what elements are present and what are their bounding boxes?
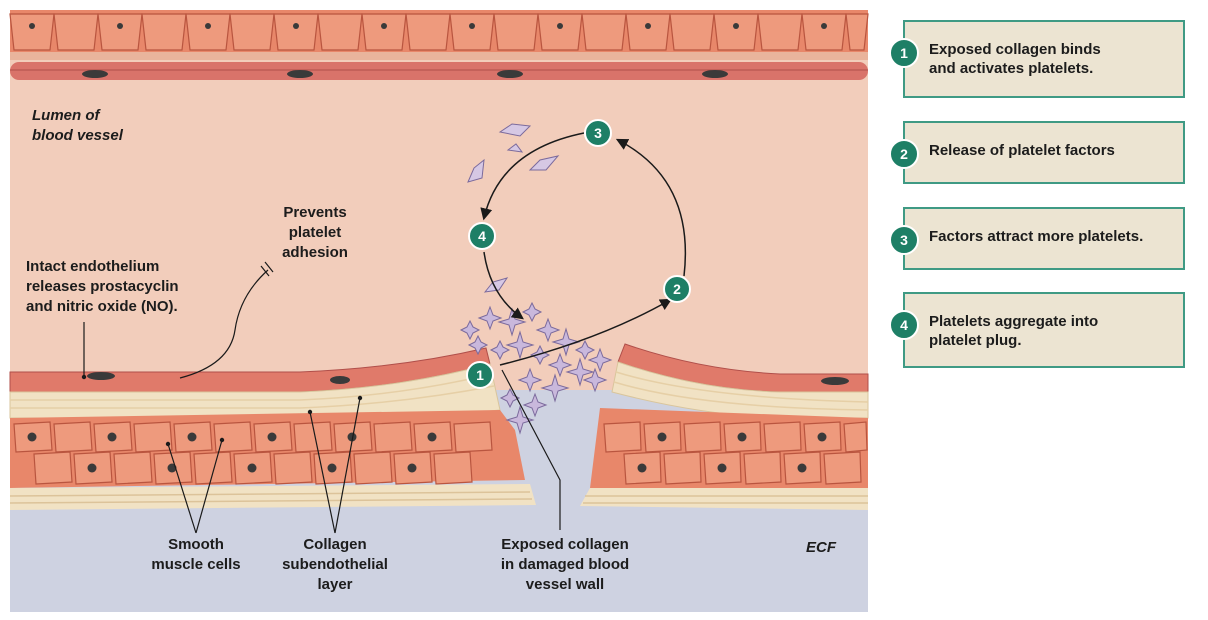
smooth-muscle-label: Smooth muscle cells: [136, 535, 256, 575]
legend-step-3: 3 Factors attract more platelets.: [889, 207, 1185, 270]
legend-step-4-text: Platelets aggregate into platelet plug.: [929, 312, 1098, 350]
endothelium-label: Intact endothelium releases prostacyclin…: [26, 257, 179, 317]
legend-step-1: 1 Exposed collagen binds and activates p…: [889, 20, 1185, 98]
top-vessel-wall: [9, 10, 869, 80]
platelet-plug: [459, 301, 613, 435]
collagen-label-line-1: Collagen: [303, 536, 367, 553]
legend-step-4-badge: 4: [889, 310, 919, 340]
exposed-label-line-2: in damaged blood: [500, 556, 630, 573]
legend-step-1-badge: 1: [889, 38, 919, 68]
diagram-step-1-number: 1: [476, 367, 484, 383]
exposed-collagen-label: Exposed collagen in damaged blood vessel…: [490, 535, 640, 595]
prevents-label-line-1: Prevents: [283, 204, 347, 221]
diagram-step-4-number: 4: [478, 228, 486, 244]
collagen-label-line-2: subendothelial: [282, 556, 388, 573]
legend-step-4-line-1: Platelets aggregate into: [929, 313, 1099, 330]
legend-step-2-line-1: Release of platelet factors: [929, 142, 1115, 159]
smooth-muscle-label-line-2: muscle cells: [151, 556, 241, 573]
legend-step-4: 4 Platelets aggregate into platelet plug…: [889, 292, 1185, 368]
exposed-label-line-1: Exposed collagen: [501, 536, 629, 553]
collagen-layer-label: Collagen subendothelial layer: [262, 535, 408, 595]
legend-step-3-text: Factors attract more platelets.: [929, 227, 1143, 246]
collagen-label-line-3: layer: [317, 576, 353, 593]
lumen-label-line-2: blood vessel: [32, 127, 123, 144]
floating-platelets: [467, 123, 560, 293]
diagram-step-2-number: 2: [673, 281, 681, 297]
adventitia-strip: [9, 484, 868, 510]
legend-step-1-line-2: and activates platelets.: [929, 60, 1094, 77]
lumen-label: Lumen of blood vessel: [32, 106, 123, 146]
diagram-step-badge-3: 3: [584, 119, 612, 147]
diagram-step-badge-4: 4: [468, 222, 496, 250]
smooth-muscle-layer: [10, 408, 868, 488]
cycle-arrows: [480, 132, 687, 366]
ecf-label: ECF: [806, 539, 836, 556]
diagram-step-badge-1: 1: [466, 361, 494, 389]
leader-dots: [81, 374, 363, 447]
legend-step-2: 2 Release of platelet factors: [889, 121, 1185, 184]
prevents-label-line-3: adhesion: [282, 244, 348, 261]
prevents-label-line-2: platelet: [288, 224, 342, 241]
endothelium-label-line-1: Intact endothelium: [26, 258, 160, 275]
endothelium-label-line-3: and nitric oxide (NO).: [26, 298, 178, 315]
legend-step-2-badge: 2: [889, 139, 919, 169]
lumen-label-line-1: Lumen of: [32, 107, 100, 124]
legend-step-2-text: Release of platelet factors: [929, 141, 1115, 160]
leader-lines: [83, 261, 561, 534]
prevents-adhesion-label: Prevents platelet adhesion: [265, 203, 365, 263]
legend-step-4-line-2: platelet plug.: [929, 332, 1022, 349]
smooth-muscle-label-line-1: Smooth: [168, 536, 224, 553]
legend-step-3-badge: 3: [889, 225, 919, 255]
legend-step-3-line-1: Factors attract more platelets.: [929, 228, 1144, 245]
diagram-step-badge-2: 2: [663, 275, 691, 303]
legend-step-1-line-1: Exposed collagen binds: [929, 41, 1101, 58]
endothelium-label-line-2: releases prostacyclin: [26, 278, 179, 295]
diagram-step-3-number: 3: [594, 125, 602, 141]
legend-step-1-text: Exposed collagen binds and activates pla…: [929, 40, 1101, 78]
exposed-label-line-3: vessel wall: [525, 576, 605, 593]
lumen-region: [10, 60, 868, 390]
